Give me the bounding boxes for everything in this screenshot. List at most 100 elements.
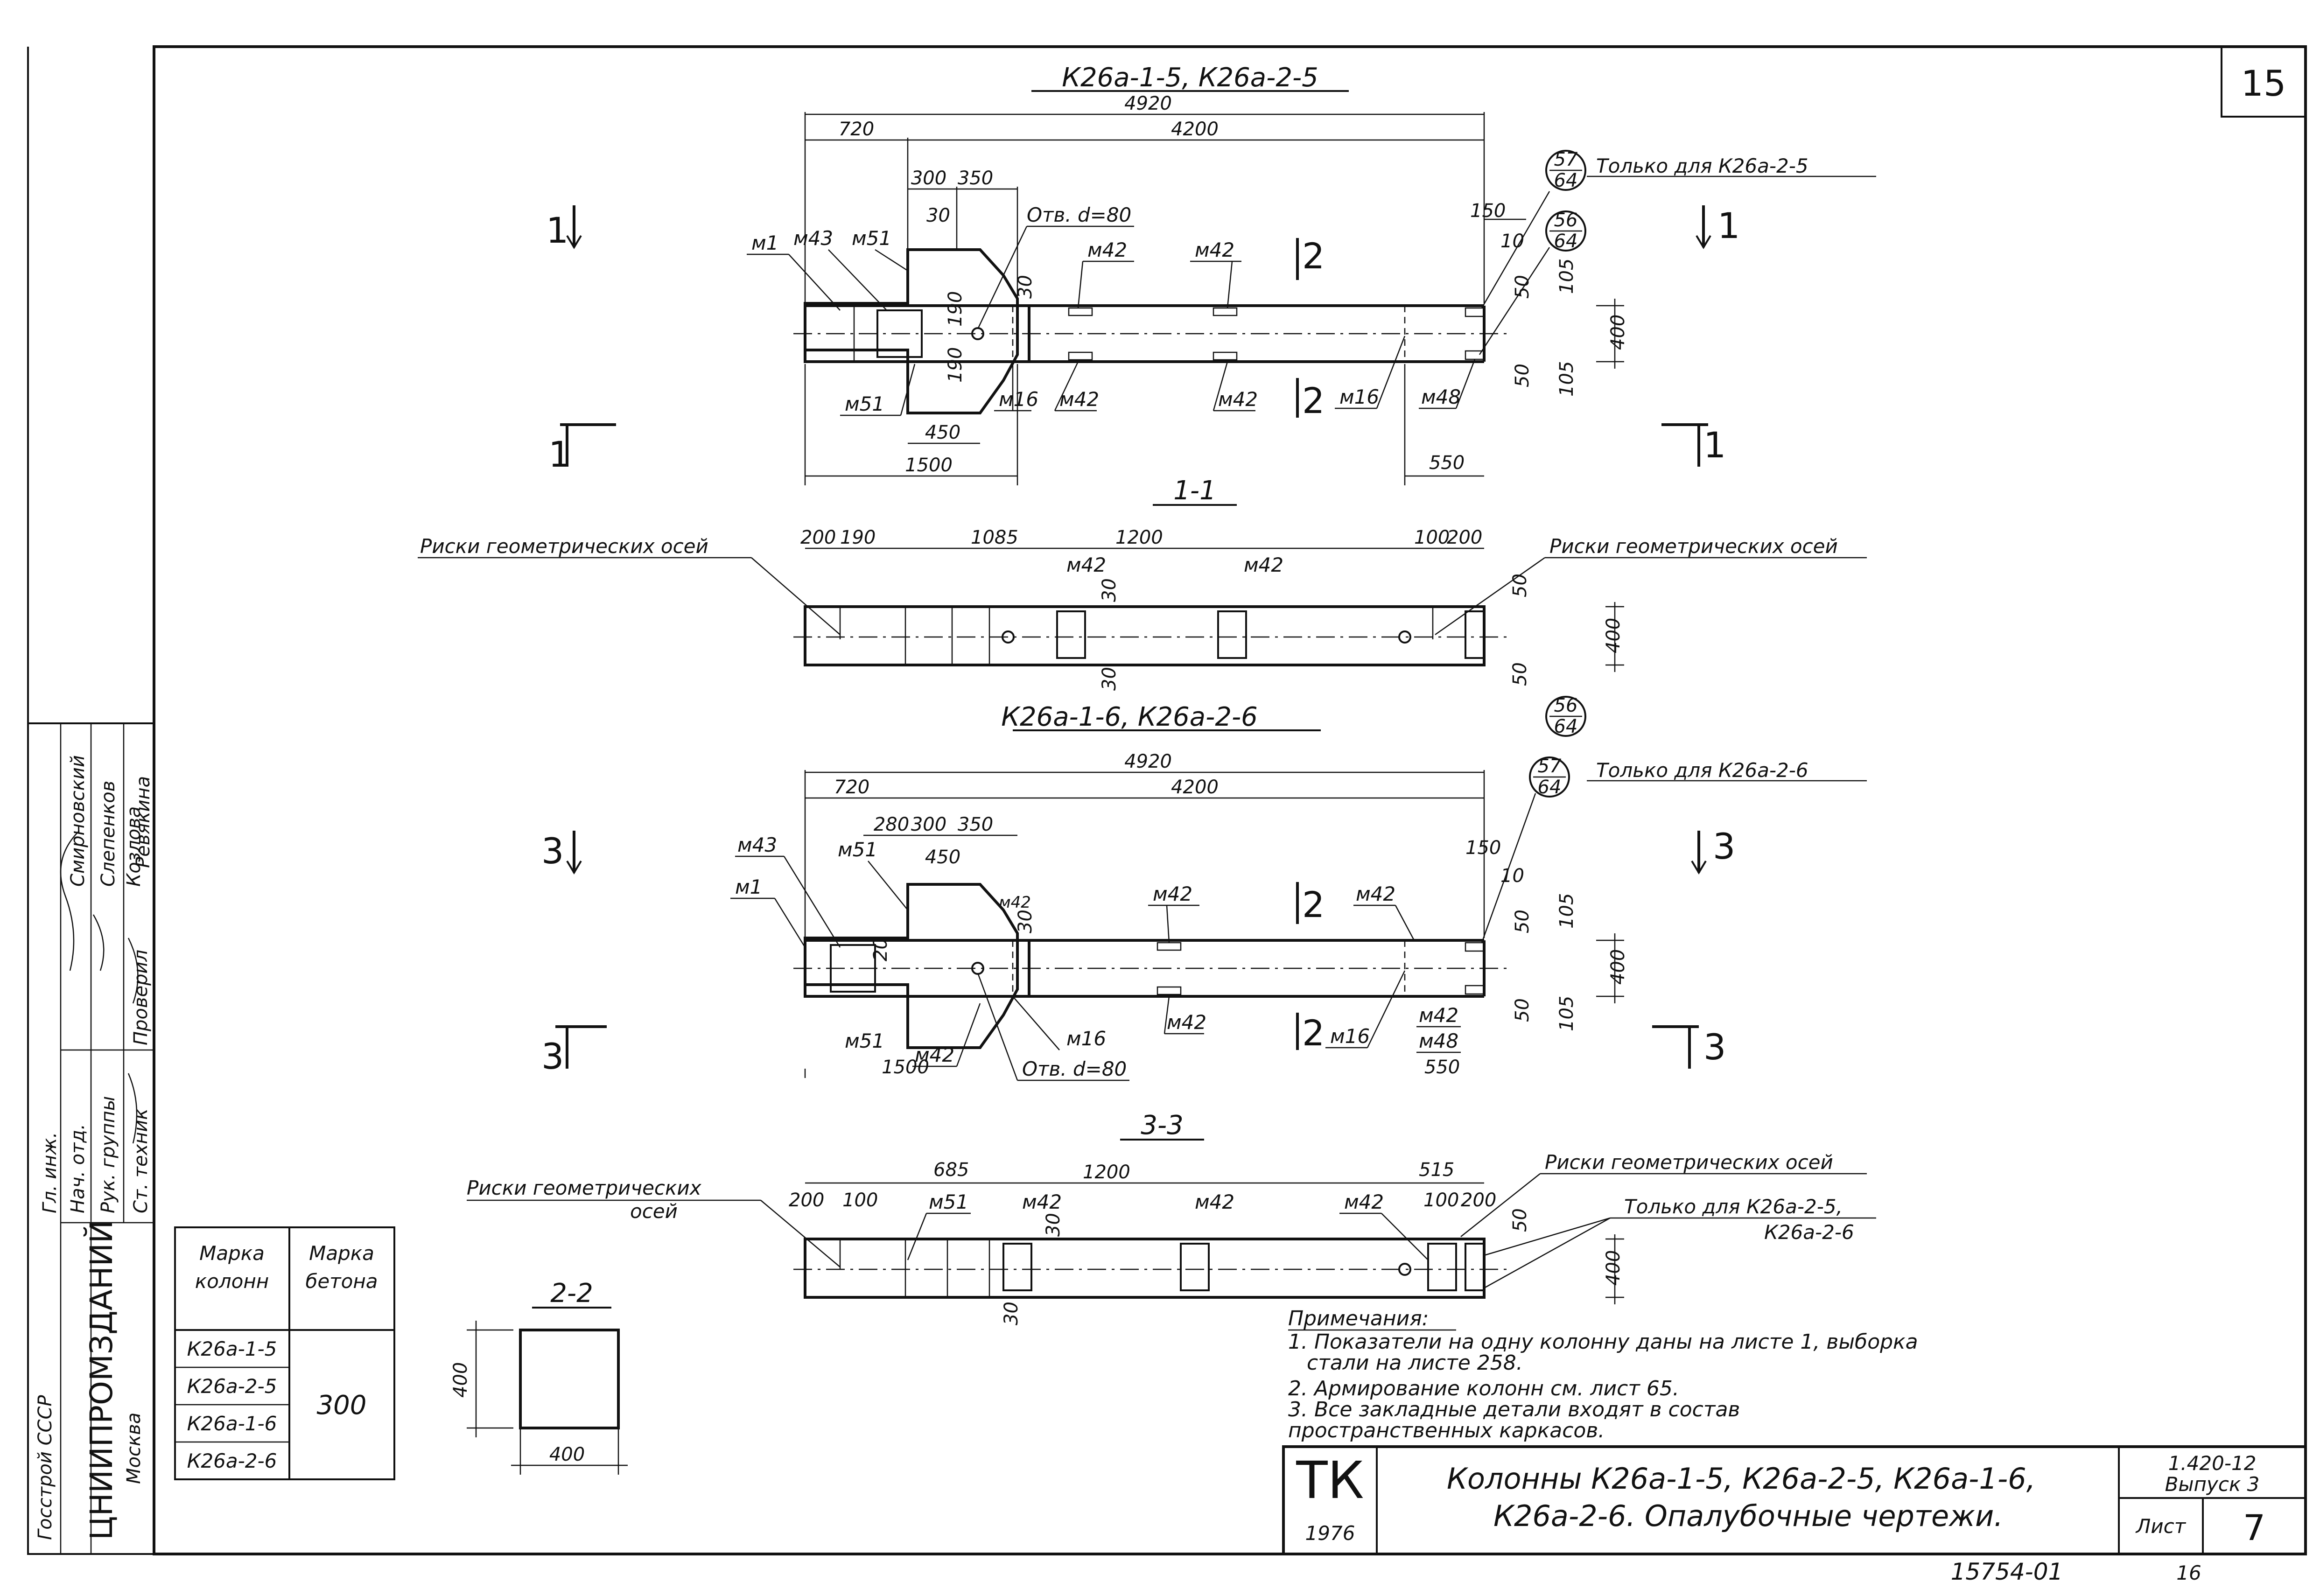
dim-550-b: 550 [1424, 1057, 1460, 1078]
dim-450-a: 450 [925, 422, 960, 443]
m43-label-a: м43 [793, 227, 833, 250]
hole-label-b: Отв. d=80 [1022, 1057, 1127, 1080]
ministry: Госстрой СССР [35, 1395, 56, 1540]
ref-64-b1: 64 [1554, 716, 1578, 737]
dim-1085-s1: 1085 [971, 527, 1018, 548]
dim-105-b1: 105 [1556, 893, 1577, 929]
dim-50-b1: 50 [1512, 910, 1533, 933]
stamp-title-l1: Колонны К26а-1-5, К26а-2-5, К26а-1-6, [1447, 1462, 2035, 1496]
dim-280-b: 280 [874, 814, 909, 835]
sec-mark-3-bl: 3 [541, 1036, 564, 1077]
section-3-3: 3-3 685 1200 515 200 100 100 200 м51 м42… [467, 1110, 1876, 1325]
sec-mark-1-tr: 1 [1717, 205, 1740, 246]
dim-150-a: 150 [1470, 200, 1506, 222]
dim-190-s1: 190 [840, 527, 876, 548]
plan-b: К26а-1-6, К26а-2-6 4920 4200 720 280 300… [541, 695, 1867, 1081]
dim-30-a2: 30 [1015, 275, 1036, 299]
mt-row-3: К26а-1-6 [187, 1412, 277, 1435]
dim-1500-a: 1500 [905, 455, 953, 476]
dim-50-s3: 50 [1509, 1208, 1531, 1232]
m42-label-b6: м42 [1419, 1004, 1458, 1027]
mark-table: Марка колонн Марка бетона К26а-1-5 К26а-… [174, 1226, 395, 1480]
m42-s1a: м42 [1066, 553, 1106, 576]
m51-label-a2: м51 [845, 392, 884, 415]
dim-200-s1: 200 [800, 527, 836, 548]
dim-10-b: 10 [1500, 865, 1524, 887]
note-3b: пространственных каркасов. [1288, 1419, 1605, 1442]
m42-s1b: м42 [1244, 553, 1283, 576]
only-26-label: Только для К26а-2-6 [1596, 759, 1808, 782]
sec-mark-3-tl: 3 [541, 830, 564, 872]
org-name: ЦНИИПРОМЗДАНИЙ [83, 1220, 119, 1540]
plan-a-title: К26а-1-5, К26а-2-5 [1062, 63, 1318, 93]
axes-marks-s1a: Риски геометрических осей [420, 535, 708, 558]
stamp-issue: Выпуск 3 [2165, 1473, 2260, 1496]
role-1: Гл. инж. [39, 1132, 61, 1213]
dim-105-a2: 105 [1556, 361, 1577, 397]
sec-mark-1-br: 1 [1703, 424, 1726, 466]
m42-label-a3: м42 [1059, 388, 1099, 411]
dim-50-a2: 50 [1512, 364, 1533, 387]
dim-400-a: 400 [1607, 315, 1629, 350]
left-stamp-block: ЦНИИПРОМЗДАНИЙ Госстрой СССР Москва Гл. … [27, 722, 155, 1555]
m1-label-a: м1 [751, 231, 778, 254]
stamp-year: 1976 [1305, 1522, 1355, 1545]
axes-marks-s3a-l2: осей [630, 1200, 678, 1223]
sec-mark-2c: 2 [1302, 884, 1325, 925]
section-3-3-title: 3-3 [1141, 1110, 1183, 1141]
outer-frame [153, 45, 2307, 1555]
m51-label-b1: м51 [838, 838, 877, 861]
m42-label-a2: м42 [1195, 238, 1234, 261]
dim-190b: 190 [945, 347, 966, 383]
sec-mark-2a: 2 [1302, 235, 1325, 277]
m42-label-b1: м42 [999, 893, 1031, 912]
dim-400-s1: 400 [1603, 618, 1624, 653]
stamp-tk: ТК [1296, 1450, 1364, 1510]
ref-64-b2: 64 [1538, 777, 1562, 798]
role-3: Рук. группы [98, 1096, 119, 1213]
section-1-1: 1-1 200 190 1085 1200 100 200 м42 м42 30… [418, 476, 1867, 691]
dim-105-a1: 105 [1556, 259, 1577, 294]
stamp-under-sheet: 16 [2176, 1561, 2201, 1584]
m51-s3: м51 [929, 1190, 968, 1213]
dim-4200-b: 4200 [1171, 777, 1219, 798]
dim-150-b: 150 [1465, 837, 1501, 859]
dim-720-b: 720 [834, 777, 869, 798]
dim-300-a: 300 [911, 168, 946, 189]
dim-200-s1b: 200 [1447, 527, 1482, 548]
sheet-number: 15 [2241, 63, 2286, 104]
m51-label-b2: м51 [845, 1029, 884, 1052]
axes-marks-s3b: Риски геометрических осей [1545, 1151, 1833, 1174]
m42-label-a4: м42 [1218, 388, 1258, 411]
note-1a: 1. Показатели на одну колонну даны на ли… [1288, 1330, 1918, 1354]
m48-label-a: м48 [1421, 385, 1461, 408]
m16-label-a2: м16 [1339, 385, 1379, 408]
dim-100-s3b: 100 [1423, 1190, 1459, 1211]
mt-h1a: Марка [199, 1242, 265, 1265]
dim-400-b: 400 [1607, 949, 1629, 985]
note-2: 2. Армирование колонн см. лист 65. [1288, 1377, 1679, 1400]
m42-label-a1: м42 [1087, 238, 1127, 261]
m42-label-b3: м42 [1356, 882, 1395, 905]
mt-h2a: Марка [309, 1242, 374, 1265]
sec-mark-3-tr: 3 [1713, 826, 1735, 867]
mt-row-4: К26а-2-6 [187, 1449, 277, 1472]
note-3a: 3. Все закладные детали входят в состав [1288, 1398, 1740, 1421]
stamp-archive-no: 15754-01 [1951, 1558, 2063, 1585]
role-2: Нач. отд. [67, 1124, 89, 1213]
dim-550-a: 550 [1429, 452, 1465, 474]
notes-heading: Примечания: [1288, 1307, 1429, 1330]
name-4: Ревякина [133, 776, 154, 868]
dim-20-b: 20 [870, 938, 891, 961]
dim-1500-b: 1500 [882, 1057, 929, 1078]
m42-s3c: м42 [1344, 1190, 1384, 1213]
dim-4200-a: 4200 [1171, 119, 1219, 140]
dim-300-b: 300 [911, 814, 946, 835]
signatures [60, 830, 139, 1144]
ref-57-a: 57 [1554, 149, 1578, 170]
stamp-title-l2: К26а-2-6. Опалубочные чертежи. [1493, 1499, 2003, 1533]
sec-mark-2b: 2 [1302, 380, 1325, 421]
dim-105-b2: 105 [1556, 996, 1577, 1031]
plan-b-title: К26а-1-6, К26а-2-6 [1001, 702, 1258, 732]
dim-400-s3: 400 [1603, 1250, 1624, 1286]
